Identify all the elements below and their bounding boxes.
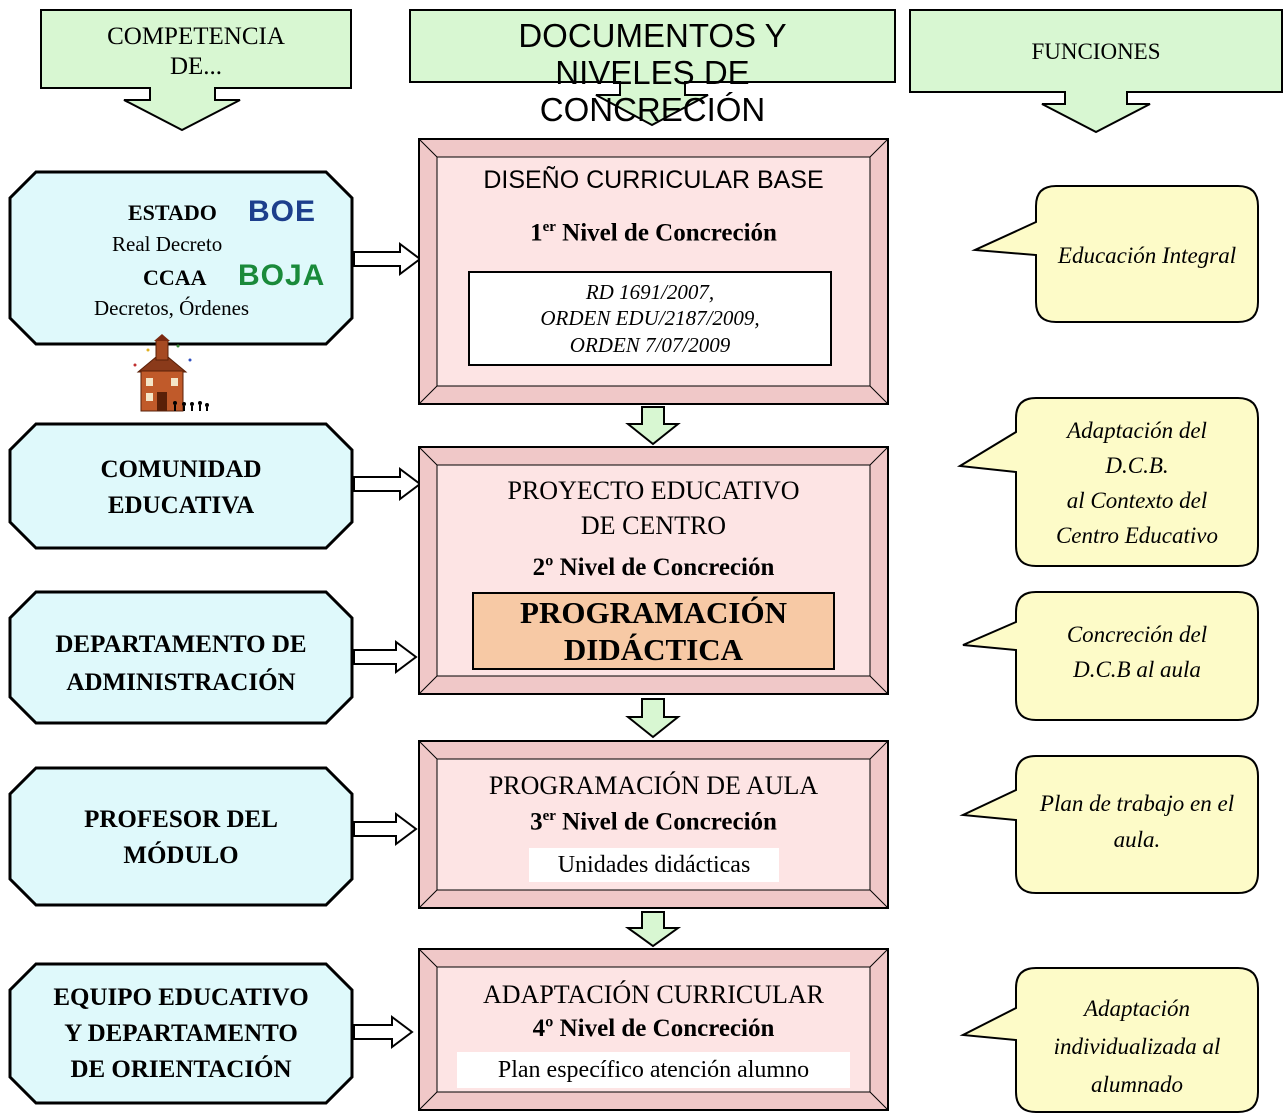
equipo-line-3: DE ORIENTACIÓN: [70, 1056, 292, 1083]
left-box-profesor: [8, 766, 354, 907]
callout-2-text: Adaptación del D.C.B. al Contexto del Ce…: [1020, 413, 1254, 553]
callout-1-line-1: Educación Integral: [1057, 243, 1237, 268]
callout-3-text: Concreción del D.C.B al aula: [1020, 617, 1254, 687]
comunidad-line-2: EDUCATIVA: [107, 492, 255, 519]
pec-title-line-1: PROYECTO EDUCATIVO: [507, 476, 800, 505]
aula-level-num: 3: [530, 808, 543, 836]
estado-label: ESTADO: [128, 200, 217, 226]
decretos-text: Decretos, Órdenes: [94, 296, 250, 320]
profesor-label: PROFESOR DEL MÓDULO: [10, 802, 352, 874]
callout-2: [956, 397, 1259, 567]
down-arrows: [624, 406, 682, 948]
adaptacion-sub-text: Plan específico atención alumno: [497, 1057, 810, 1083]
callout-4-text: Plan de trabajo en el aula.: [1020, 786, 1254, 858]
aula-level-sup: er: [542, 808, 556, 824]
callout-5-text: Adaptación individualizada al alumnado: [1020, 990, 1254, 1104]
school-house-icon: [133, 334, 209, 412]
aula-level-rest: Nivel de Concreción: [555, 808, 777, 836]
header-center-line-1: DOCUMENTOS Y: [518, 17, 787, 54]
dcb-refs-box: RD 1691/2007, ORDEN EDU/2187/2009, ORDEN…: [468, 271, 832, 366]
callout-5-line-2: individualizada al: [1053, 1034, 1221, 1059]
highlight-line-2: DIDÁCTICA: [563, 632, 744, 667]
header-center-label: DOCUMENTOS Y NIVELES DE CONCRECIÓN: [410, 17, 895, 129]
aula-title-text: PROGRAMACIÓN DE AULA: [488, 771, 819, 800]
callout-2-line-2: D.C.B.: [1105, 453, 1169, 478]
pec-level: 2º Nivel de Concreción: [437, 554, 870, 582]
pec-level-text: 2º Nivel de Concreción: [532, 554, 775, 581]
left-box-estado: [8, 170, 354, 346]
header-left-line-1: COMPETENCIA: [107, 23, 285, 50]
departamento-label: DEPARTAMENTO DE ADMINISTRACIÓN: [10, 626, 352, 702]
header-center-arrow: [409, 9, 896, 127]
aula-sub: Unidades didácticas: [529, 848, 779, 882]
header-center-line-2: NIVELES DE: [555, 53, 750, 91]
comunidad-label: COMUNIDAD EDUCATIVA: [10, 452, 352, 524]
header-left-line-2: DE...: [169, 53, 223, 80]
boja-logo: BOJA: [238, 259, 325, 293]
adaptacion-title-text: ADAPTACIÓN CURRICULAR: [483, 980, 824, 1009]
departamento-line-1: DEPARTAMENTO DE: [55, 631, 307, 658]
dcb-ref-2: ORDEN EDU/2187/2009,: [540, 306, 760, 331]
header-left-label: COMPETENCIA DE...: [46, 22, 346, 82]
equipo-line-1: EQUIPO EDUCATIVO: [53, 984, 309, 1011]
dcb-ref-3: ORDEN 7/07/2009: [569, 332, 731, 357]
departamento-line-2: ADMINISTRACIÓN: [66, 669, 296, 696]
left-box-comunidad: [8, 422, 354, 550]
callout-5-line-3: alumnado: [1091, 1072, 1183, 1097]
connector-arrows: [353, 242, 422, 1049]
ccaa-label: CCAA: [143, 265, 207, 291]
dcb-level: 1er Nivel de Concreción: [437, 219, 870, 247]
aula-level: 3er Nivel de Concreción: [437, 808, 870, 836]
header-right-arrow: [909, 9, 1283, 134]
profesor-line-1: PROFESOR DEL: [84, 806, 278, 833]
dcb-ref-1: RD 1691/2007,: [585, 280, 715, 305]
equipo-line-2: Y DEPARTAMENTO: [64, 1020, 298, 1047]
callout-4: [959, 755, 1259, 894]
ccaa-text: CCAA: [143, 265, 207, 290]
dcb-level-num: 1: [530, 219, 543, 247]
comunidad-line-1: COMUNIDAD: [100, 456, 262, 483]
boja-logo-text: BOJA: [238, 259, 326, 292]
callout-5-line-1: Adaptación: [1083, 996, 1191, 1021]
equipo-label: EQUIPO EDUCATIVO Y DEPARTAMENTO DE ORIEN…: [10, 980, 352, 1088]
aula-title: PROGRAMACIÓN DE AULA: [437, 771, 870, 801]
callout-3: [962, 591, 1259, 721]
header-center-line-3: CONCRECIÓN: [539, 90, 766, 128]
callout-1-text: Educación Integral: [1040, 240, 1254, 272]
boe-logo-text: BOE: [248, 195, 317, 228]
adaptacion-level-text: 4º Nivel de Concreción: [532, 1015, 775, 1042]
callout-5: [959, 967, 1259, 1113]
callout-2-line-3: al Contexto del: [1066, 488, 1208, 513]
profesor-line-2: MÓDULO: [123, 842, 239, 869]
callout-4-line-2: aula.: [1113, 827, 1161, 852]
callout-1: [971, 185, 1259, 323]
adaptacion-title: ADAPTACIÓN CURRICULAR: [437, 980, 870, 1010]
adaptacion-level: 4º Nivel de Concreción: [437, 1015, 870, 1043]
aula-sub-text: Unidades didácticas: [557, 852, 751, 878]
pec-title-line-2: DE CENTRO: [580, 511, 727, 540]
header-right-text: FUNCIONES: [1031, 39, 1161, 64]
adaptacion-sub: Plan específico atención alumno: [457, 1052, 850, 1088]
callout-2-line-4: Centro Educativo: [1055, 523, 1219, 548]
left-box-equipo: [8, 962, 354, 1105]
header-left-arrow: [40, 9, 352, 132]
callout-3-line-1: Concreción del: [1066, 622, 1208, 647]
callout-3-line-2: D.C.B al aula: [1073, 657, 1201, 682]
dcb-title: DISEÑO CURRICULAR BASE: [437, 166, 870, 195]
callout-2-line-1: Adaptación del: [1067, 418, 1207, 443]
pec-title: PROYECTO EDUCATIVO DE CENTRO: [437, 473, 870, 543]
highlight-line-1: PROGRAMACIÓN: [520, 594, 787, 630]
dcb-title-text: DISEÑO CURRICULAR BASE: [483, 166, 824, 194]
left-box-departamento: [8, 590, 354, 725]
decretos-label: Decretos, Órdenes: [94, 296, 249, 321]
estado-text: ESTADO: [128, 200, 217, 225]
header-right-label: FUNCIONES: [910, 38, 1282, 66]
programacion-didactica-box: PROGRAMACIÓN DIDÁCTICA: [472, 592, 835, 670]
boe-logo: BOE: [248, 195, 316, 229]
callout-4-line-1: Plan de trabajo en el: [1039, 791, 1235, 816]
real-decreto-text: Real Decreto: [112, 232, 223, 256]
dcb-level-rest: Nivel de Concreción: [555, 219, 777, 247]
real-decreto-label: Real Decreto: [112, 232, 222, 257]
dcb-level-sup: er: [542, 219, 556, 235]
